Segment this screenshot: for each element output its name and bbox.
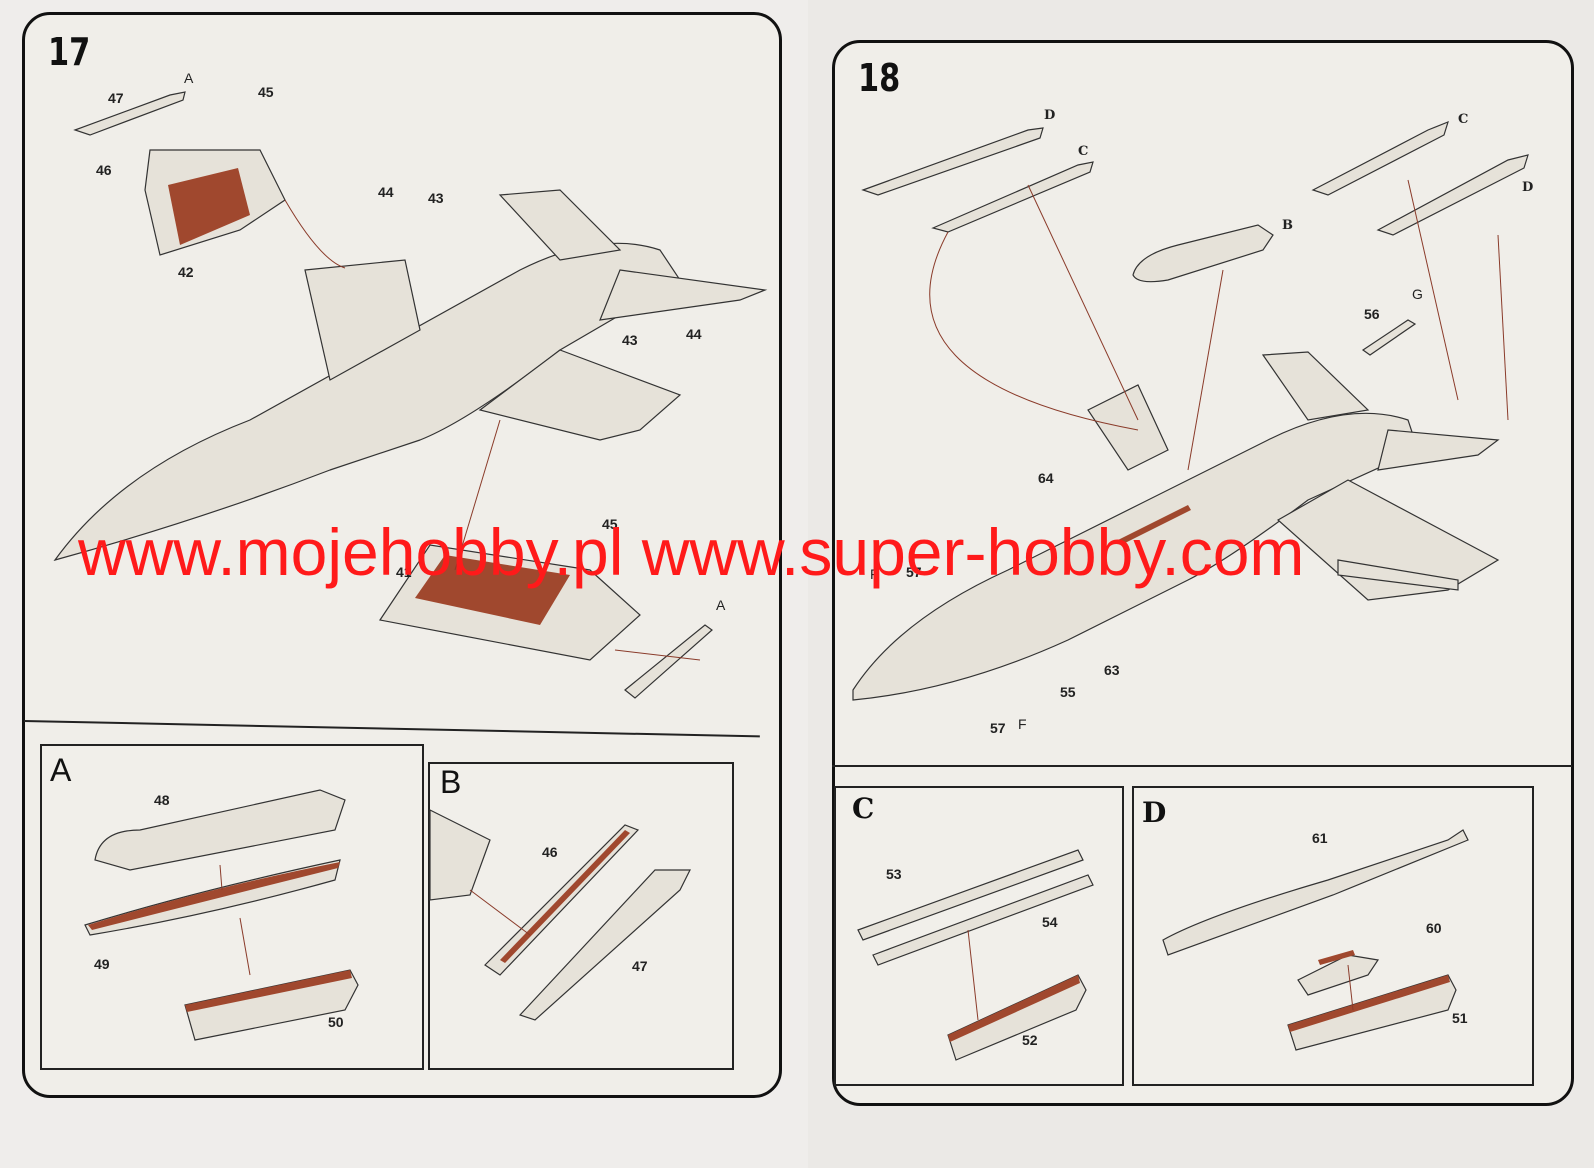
highlight-fuselage-18 bbox=[1118, 505, 1191, 545]
highlight-60 bbox=[1318, 950, 1355, 965]
subpanel-c-letter: C bbox=[852, 792, 875, 825]
label-a-lower: A bbox=[716, 597, 726, 613]
label-41: 41 bbox=[396, 564, 412, 580]
part-61 bbox=[1162, 829, 1469, 956]
label-57-upper: 57 bbox=[906, 564, 922, 580]
missile-a-bottom bbox=[624, 624, 713, 699]
watermark-text: www.mojehobby.pl www.super-hobby.com bbox=[78, 515, 1305, 589]
part-60 bbox=[1297, 954, 1380, 996]
vertical-tail-18 bbox=[1261, 351, 1370, 421]
label-55: 55 bbox=[1060, 684, 1076, 700]
step-17-drawing bbox=[53, 91, 768, 1041]
missile-right-wing bbox=[1337, 559, 1459, 591]
step-18-drawing bbox=[852, 120, 1529, 1061]
part-47b bbox=[518, 869, 691, 1021]
label-57-lower: 57 bbox=[990, 720, 1006, 736]
label-c-right: C bbox=[1458, 112, 1469, 127]
missile-d-left bbox=[861, 127, 1044, 196]
label-46-top: 46 bbox=[96, 162, 112, 178]
label-48: 48 bbox=[154, 792, 170, 808]
missile-c-left bbox=[931, 161, 1094, 233]
label-43-lower: 43 bbox=[622, 332, 638, 348]
step-18-number: 18 bbox=[858, 56, 901, 100]
label-50: 50 bbox=[328, 1014, 344, 1030]
missile-d-right bbox=[1376, 154, 1529, 236]
part-51 bbox=[1287, 974, 1457, 1051]
label-60: 60 bbox=[1426, 920, 1442, 936]
label-51: 51 bbox=[1452, 1010, 1468, 1026]
highlight-42 bbox=[168, 168, 250, 245]
wing-edge-b bbox=[429, 809, 491, 901]
label-54: 54 bbox=[1042, 914, 1058, 930]
part-52 bbox=[947, 974, 1087, 1061]
drop-tank-b bbox=[1132, 224, 1274, 283]
part-53 bbox=[857, 849, 1084, 941]
highlight-41 bbox=[415, 555, 570, 625]
label-44-lower: 44 bbox=[686, 326, 702, 342]
subpanel-b-letter: B bbox=[440, 764, 462, 800]
label-64: 64 bbox=[1038, 470, 1054, 486]
part-54 bbox=[872, 874, 1094, 966]
subpanel-b bbox=[428, 762, 734, 1070]
subpanel-d-letter: D bbox=[1142, 796, 1167, 829]
label-f-upper: F bbox=[870, 566, 879, 582]
wing-upper-18 bbox=[1087, 384, 1169, 471]
label-d-left: D bbox=[1044, 108, 1056, 123]
label-63: 63 bbox=[1104, 662, 1120, 678]
wing-upper-17 bbox=[304, 259, 421, 381]
part-56 bbox=[1361, 319, 1417, 356]
label-44-upper: 44 bbox=[378, 184, 394, 200]
left-page: 17 47 A 45 46 42 44 43 43 44 45 41 A A 4… bbox=[0, 0, 808, 1168]
label-a-top: A bbox=[184, 70, 194, 86]
h-stab-18 bbox=[1377, 429, 1500, 471]
right-page: 18 D C C D B G 56 64 F 57 63 55 57 F C 5… bbox=[808, 0, 1594, 1168]
highlight-46b bbox=[500, 830, 630, 963]
step-17-number: 17 bbox=[48, 30, 91, 74]
label-47-top: 47 bbox=[108, 90, 124, 106]
step-18-divider bbox=[832, 765, 1572, 767]
label-61: 61 bbox=[1312, 830, 1328, 846]
wing-right-17 bbox=[478, 349, 682, 441]
missile-c-right bbox=[1311, 120, 1449, 196]
label-c-left: C bbox=[1078, 144, 1089, 159]
label-42: 42 bbox=[178, 264, 194, 280]
label-56: 56 bbox=[1364, 306, 1380, 322]
label-b: B bbox=[1282, 218, 1293, 233]
part-50 bbox=[184, 969, 359, 1041]
label-45-lower: 45 bbox=[602, 516, 618, 532]
label-49: 49 bbox=[94, 956, 110, 972]
h-stab-17 bbox=[599, 269, 768, 321]
label-43-upper: 43 bbox=[428, 190, 444, 206]
subpanel-a-letter: A bbox=[50, 752, 72, 788]
label-52: 52 bbox=[1022, 1032, 1038, 1048]
label-53: 53 bbox=[886, 866, 902, 882]
label-46: 46 bbox=[542, 844, 558, 860]
label-47: 47 bbox=[632, 958, 648, 974]
fuselage-18 bbox=[852, 412, 1419, 701]
part-48 bbox=[94, 789, 346, 871]
highlight-49 bbox=[88, 862, 340, 930]
highlight-50 bbox=[185, 970, 352, 1012]
label-45-top: 45 bbox=[258, 84, 274, 100]
highlight-51 bbox=[1288, 975, 1450, 1032]
missile-47 bbox=[73, 91, 186, 136]
label-d-right: D bbox=[1522, 180, 1534, 195]
highlight-52 bbox=[948, 975, 1080, 1042]
wing-18 bbox=[1276, 479, 1500, 601]
vertical-tail-17 bbox=[498, 189, 622, 261]
label-f-lower: F bbox=[1018, 716, 1027, 732]
label-g: G bbox=[1412, 286, 1423, 302]
